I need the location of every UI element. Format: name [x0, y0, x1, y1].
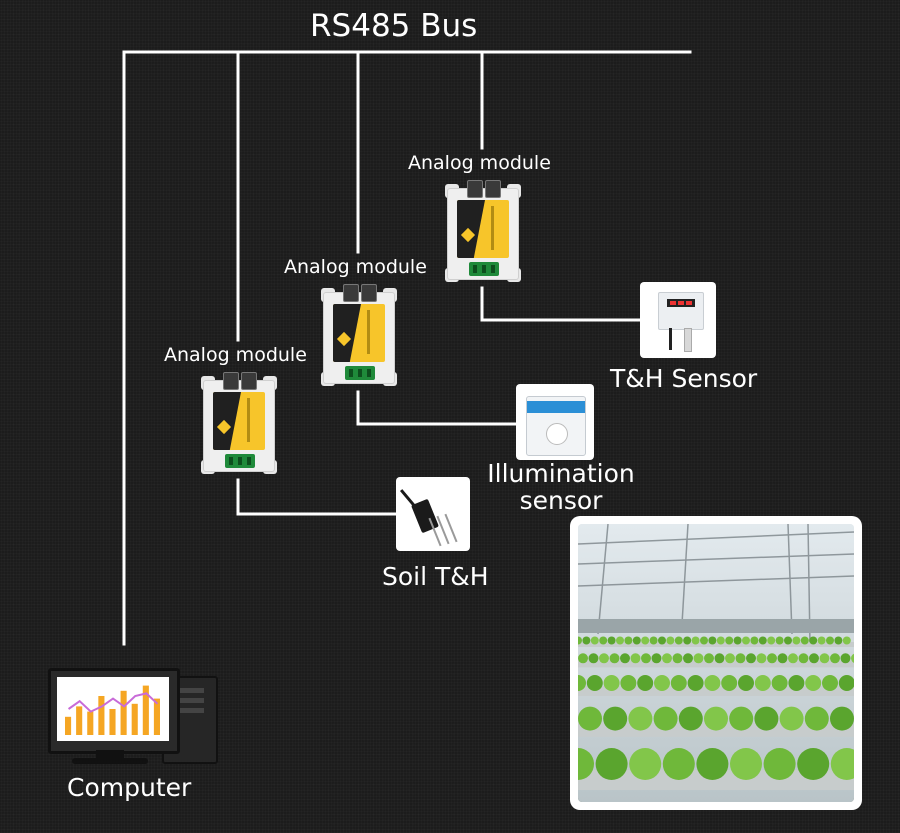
greenhouse-image — [578, 524, 854, 802]
greenhouse-photo — [570, 516, 862, 810]
screen-bar — [153, 698, 160, 735]
illumination-label-line2: sensor — [519, 486, 603, 515]
top-module-to-th-sensor-line — [480, 286, 642, 322]
th-sensor-label: T&H Sensor — [610, 364, 758, 393]
module-mid-label: Analog module — [284, 256, 427, 278]
mid-module-to-illumination-line — [356, 390, 518, 426]
screen-bar — [109, 709, 116, 735]
screen-trend-line — [67, 692, 159, 713]
screen-bar — [76, 706, 83, 735]
computer-label: Computer — [67, 773, 192, 802]
screen-bar — [120, 690, 127, 735]
illumination-sensor-label: Illumination sensor — [482, 460, 640, 514]
computer-monitor — [48, 668, 180, 754]
analog-module-left — [201, 370, 277, 478]
screen-bar — [98, 696, 105, 735]
screen-bar — [87, 711, 94, 735]
illumination-sensor-image — [516, 384, 594, 460]
screen-bar — [131, 703, 138, 735]
analog-module-top — [445, 178, 521, 286]
analog-module-mid — [321, 282, 397, 390]
module-top-label: Analog module — [408, 152, 551, 174]
left-module-to-soil-line — [236, 478, 398, 516]
illumination-label-line1: Illumination — [487, 459, 635, 488]
th-sensor-image — [640, 282, 716, 358]
monitor-screen-chart — [57, 677, 169, 741]
rs485-bus-title: RS485 Bus — [310, 8, 478, 44]
screen-bar — [65, 716, 72, 735]
screen-bar — [142, 685, 149, 735]
module-left-label: Analog module — [164, 344, 307, 366]
soil-th-label: Soil T&H — [382, 562, 489, 591]
soil-sensor-image — [396, 477, 470, 551]
